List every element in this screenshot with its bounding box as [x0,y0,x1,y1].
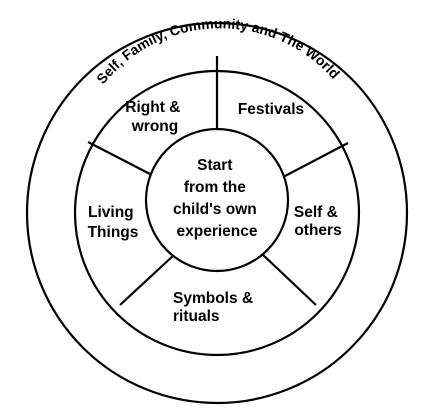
segment-dividers [87,56,349,306]
segment-label-line: Festivals [238,101,304,118]
segment-label-line: Self & [294,204,338,221]
segment-label-line: Right & [125,99,180,116]
segment-label-festivals: Festivals [238,101,304,118]
segment-divider [119,254,175,306]
segment-label-line: Symbols & [173,290,253,307]
center-label-line: Start [197,157,232,174]
center-label-line: from the [184,179,246,196]
segment-label-self-and-others: Self & others [294,204,342,239]
segment-label-line: Living [88,204,134,221]
center-label-line: experience [177,223,258,240]
segment-label-symbols-and-rituals: Symbols & rituals [173,290,257,325]
segment-divider [261,253,317,306]
segment-divider [87,141,151,175]
inner-circle [144,127,290,273]
segment-label-right-and-wrong: Right & wrong [125,99,184,135]
segment-label-line: others [294,222,341,239]
center-label-line: child's own [173,201,257,218]
segment-label-living-things: Living Things [88,204,139,241]
segment-label-line: Things [88,224,139,241]
segment-divider [284,142,349,177]
segment-label-line: rituals [173,308,220,325]
segment-label-line: wrong [131,118,179,135]
center-label: Start from the child's own experience [173,157,261,240]
